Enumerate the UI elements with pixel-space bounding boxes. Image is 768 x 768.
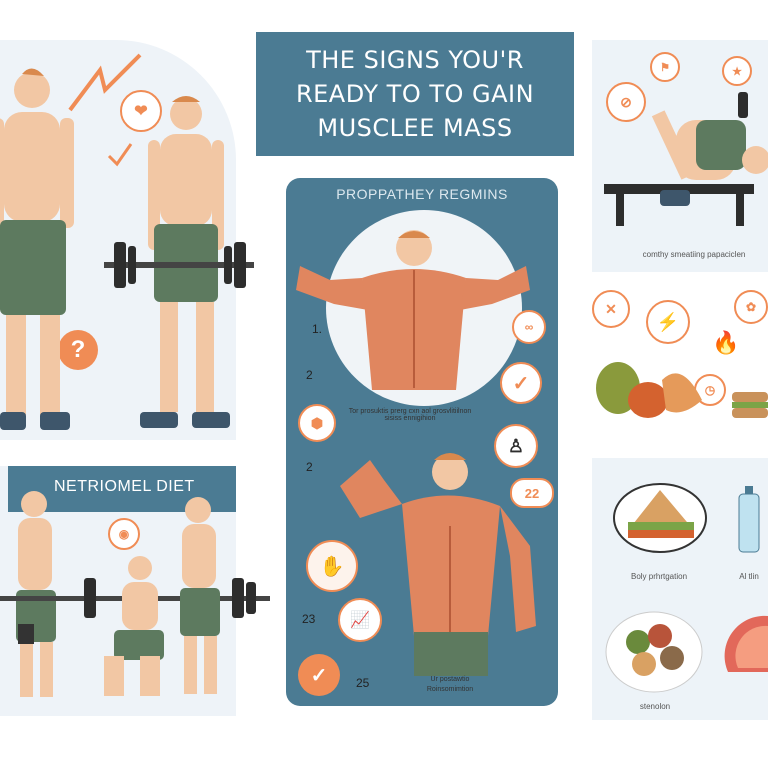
checkmark-badge-icon: ✓ bbox=[298, 654, 340, 696]
fruits-food-illustration bbox=[596, 362, 768, 418]
leaf-icon: ✿ bbox=[734, 290, 768, 324]
dna-icon: ∞ bbox=[512, 310, 546, 344]
growth-chart-icon: 📈 bbox=[338, 598, 382, 642]
right-caption-top: comthy smeatiing papaciclen bbox=[642, 250, 746, 259]
target-icon: ◉ bbox=[108, 518, 140, 550]
diet-tag-label: NETRIOMEL DIET bbox=[54, 478, 195, 495]
center-caption-bottom-1: Ur postawtio bbox=[430, 676, 470, 683]
tag-icon: ⚑ bbox=[650, 52, 680, 82]
workout-group-illustration bbox=[0, 491, 270, 697]
question-icon: ? bbox=[58, 330, 98, 370]
heart-icon: ❤ bbox=[120, 90, 162, 132]
scale-icon: ★ bbox=[722, 56, 752, 86]
salad-plate-illustration bbox=[605, 611, 703, 693]
step-number-1: 1. bbox=[312, 322, 323, 336]
title-line-3: MUSCLEE MASS bbox=[317, 114, 513, 142]
step-number-3: 2 bbox=[306, 460, 313, 474]
right-caption-mid-left: Boly prhrtgation bbox=[630, 572, 688, 581]
title-banner: THE SIGNS YOU'R READY TO TO GAIN MUSCLEE… bbox=[256, 32, 574, 156]
check-circle-icon: ✓ bbox=[500, 362, 542, 404]
bolt-icon: ⚡ bbox=[646, 300, 690, 344]
bench-press-illustration bbox=[604, 92, 768, 226]
right-caption-mid-right: Al tlin bbox=[739, 572, 759, 581]
walking-icon: ♙ bbox=[494, 424, 538, 468]
checkmark-icon bbox=[107, 143, 133, 167]
man-with-barbell-illustration bbox=[104, 96, 254, 428]
back-muscles-illustration bbox=[296, 230, 530, 390]
step-number-23: 23 bbox=[302, 612, 316, 626]
no-symbol-icon: ✕ bbox=[592, 290, 630, 328]
water-bottle-icon bbox=[738, 486, 760, 553]
front-muscles-illustration bbox=[340, 453, 536, 676]
title-line-2: READY TO TO GAIN bbox=[295, 80, 535, 108]
no-weights-icon: ⊘ bbox=[606, 82, 646, 122]
badge-22: 22 bbox=[510, 478, 554, 508]
title-line-1: THE SIGNS YOU'R bbox=[306, 46, 524, 74]
cells-icon: ⬢ bbox=[298, 404, 336, 442]
man-standing-illustration bbox=[0, 68, 74, 430]
grapefruit-illustration bbox=[724, 615, 768, 672]
center-caption-middle: Tor prosuktis prerg cxn aol grosvlitiiln… bbox=[348, 408, 472, 422]
center-caption-bottom-2: Roinsomimtion bbox=[426, 686, 474, 693]
step-number-25: 25 bbox=[356, 676, 370, 690]
fire-icon: 🔥 bbox=[712, 330, 740, 355]
sandwich-plate-illustration bbox=[613, 483, 707, 553]
hand-icon: ✋ bbox=[306, 540, 358, 592]
badge-22-label: 22 bbox=[524, 485, 540, 501]
right-caption-bottom: stenolon bbox=[639, 702, 671, 711]
step-number-2: 2 bbox=[306, 368, 313, 382]
center-heading: PROPPATHEY REGMINS bbox=[336, 186, 508, 202]
lightning-icon bbox=[68, 53, 142, 112]
